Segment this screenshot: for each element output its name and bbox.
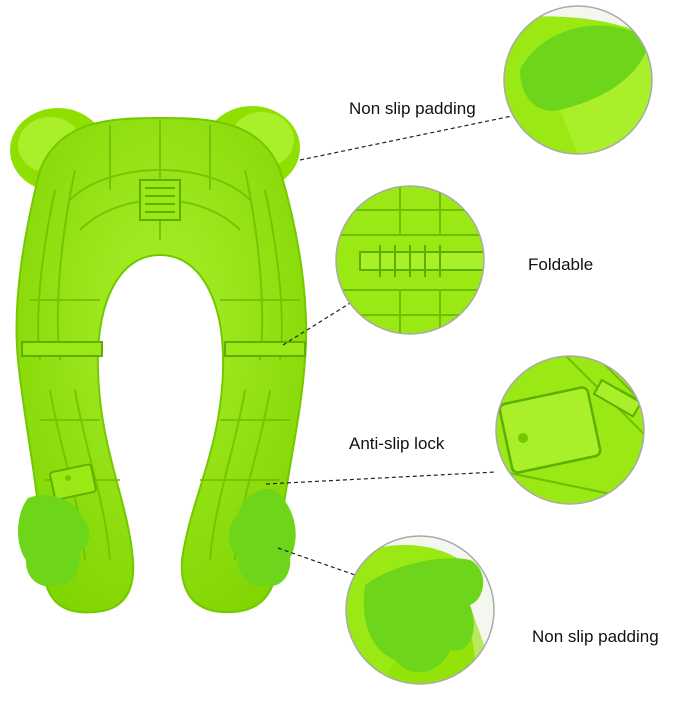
detail-circle-ear-padding <box>503 5 653 155</box>
leader-line-2 <box>282 299 356 346</box>
callout-label-foldable: Foldable <box>528 255 594 274</box>
callout-label-non-slip-padding-bottom: Non slip padding <box>532 627 659 646</box>
potty-seat <box>10 106 308 614</box>
left-foot-pad <box>17 495 89 587</box>
anti-slip-lock-on-seat <box>49 463 97 501</box>
right-hinge <box>224 341 306 357</box>
leader-line-3 <box>265 471 497 485</box>
callout-label-non-slip-padding-top: Non slip padding <box>349 99 476 118</box>
top-hinge <box>139 179 181 221</box>
detail-circle-anti-slip-lock <box>495 355 645 505</box>
left-hinge <box>21 341 103 357</box>
detail-circle-foldable <box>335 185 485 335</box>
detail-circle-foot-padding <box>345 535 495 685</box>
callout-label-anti-slip-lock: Anti-slip lock <box>349 434 445 453</box>
right-foot-pad <box>229 489 296 586</box>
leader-line-1 <box>299 115 513 161</box>
